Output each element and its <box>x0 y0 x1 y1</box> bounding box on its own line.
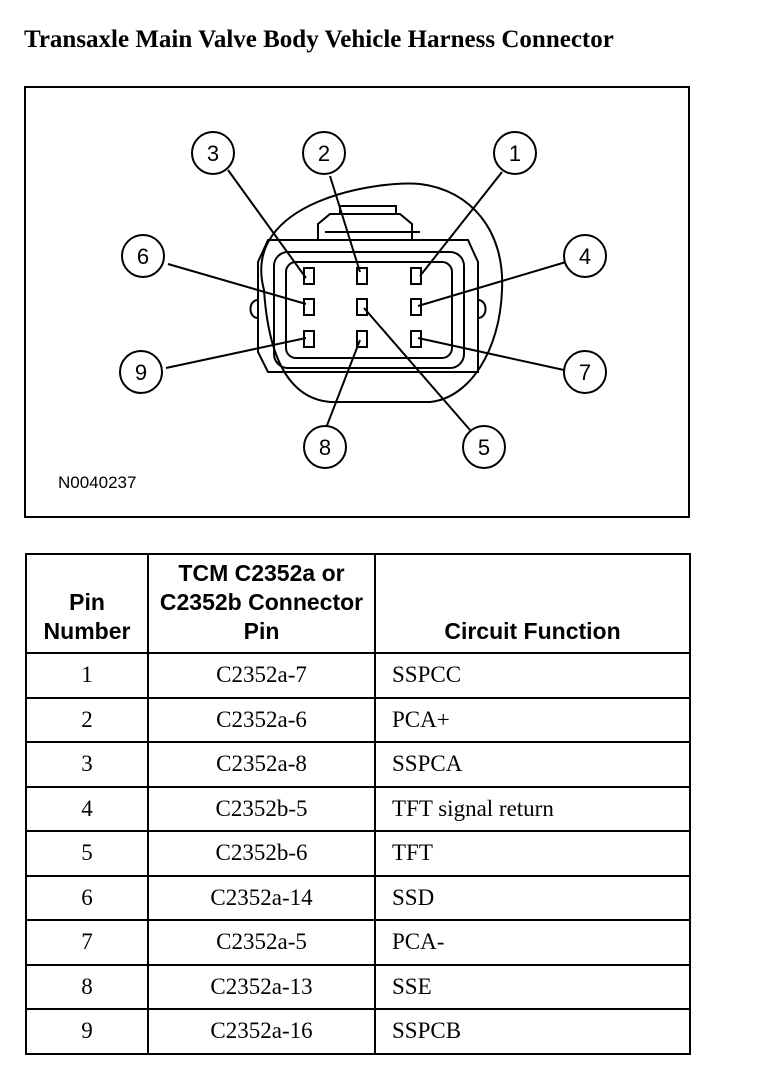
callout-label-6: 6 <box>137 244 149 269</box>
header-connector-pin: TCM C2352a or C2352b Connector Pin <box>147 553 376 654</box>
cell-function: PCA- <box>374 919 691 966</box>
callout-8 <box>303 425 347 469</box>
cell-function: SSPCA <box>374 741 691 788</box>
terminal-4 <box>410 298 422 316</box>
cell-connector: C2352b-6 <box>147 830 376 877</box>
callout-5 <box>462 425 506 469</box>
cell-connector: C2352a-5 <box>147 919 376 966</box>
table-row: 1 C2352a-7 SSPCC <box>25 652 691 699</box>
cell-connector: C2352a-14 <box>147 874 376 921</box>
terminal-2 <box>356 267 368 285</box>
connector-face <box>273 251 465 369</box>
table-row: 6 C2352a-14 SSD <box>25 874 691 921</box>
table-row: 9 C2352a-16 SSPCB <box>25 1008 691 1055</box>
table-row: 4 C2352b-5 TFT signal return <box>25 785 691 832</box>
callout-2 <box>302 131 346 175</box>
cell-pin: 9 <box>25 1008 149 1055</box>
callout-4 <box>563 234 607 278</box>
terminal-pins <box>303 267 422 348</box>
cell-pin: 7 <box>25 919 149 966</box>
callout-label-1: 1 <box>509 141 521 166</box>
callout-9 <box>119 350 163 394</box>
callout-label-5: 5 <box>478 435 490 460</box>
callout-label-2: 2 <box>318 141 330 166</box>
table-row: 8 C2352a-13 SSE <box>25 963 691 1010</box>
cell-pin: 5 <box>25 830 149 877</box>
cell-pin: 8 <box>25 963 149 1010</box>
table-row: 7 C2352a-5 PCA- <box>25 919 691 966</box>
table-row: 5 C2352b-6 TFT <box>25 830 691 877</box>
callout-label-8: 8 <box>319 435 331 460</box>
cell-connector: C2352a-13 <box>147 963 376 1010</box>
callout-label-3: 3 <box>207 141 219 166</box>
callout-label-4: 4 <box>579 244 591 269</box>
cell-function: SSPCC <box>374 652 691 699</box>
cell-connector: C2352a-6 <box>147 696 376 743</box>
cell-connector: C2352a-8 <box>147 741 376 788</box>
callout-6 <box>121 234 165 278</box>
cell-pin: 4 <box>25 785 149 832</box>
cell-pin: 6 <box>25 874 149 921</box>
connector-drawing: 3 2 1 6 4 9 7 8 5 N0040237 <box>58 131 607 492</box>
terminal-6 <box>303 298 315 316</box>
cell-pin: 1 <box>25 652 149 699</box>
connector-diagram: 3 2 1 6 4 9 7 8 5 N0040237 <box>24 86 690 518</box>
cell-function: SSE <box>374 963 691 1010</box>
cell-function: TFT signal return <box>374 785 691 832</box>
cell-function: PCA+ <box>374 696 691 743</box>
cell-pin: 3 <box>25 741 149 788</box>
figure-id: N0040237 <box>58 473 136 492</box>
pin-table: Pin Number TCM C2352a or C2352b Connecto… <box>25 553 691 1055</box>
cell-function: SSPCB <box>374 1008 691 1055</box>
cell-function: SSD <box>374 874 691 921</box>
terminal-5 <box>356 298 368 316</box>
header-circuit-function: Circuit Function <box>374 553 691 654</box>
callout-3 <box>191 131 235 175</box>
table-header-row: Pin Number TCM C2352a or C2352b Connecto… <box>25 553 691 654</box>
terminal-8 <box>356 330 368 348</box>
callout-label-7: 7 <box>579 360 591 385</box>
cell-connector: C2352a-16 <box>147 1008 376 1055</box>
leader-lines <box>165 169 567 431</box>
header-pin-number: Pin Number <box>25 553 149 654</box>
table-row: 3 C2352a-8 SSPCA <box>25 741 691 788</box>
callout-circles <box>119 131 607 469</box>
table-row: 2 C2352a-6 PCA+ <box>25 696 691 743</box>
cell-connector: C2352a-7 <box>147 652 376 699</box>
callout-label-9: 9 <box>135 360 147 385</box>
cell-pin: 2 <box>25 696 149 743</box>
callout-1 <box>493 131 537 175</box>
page-title: Transaxle Main Valve Body Vehicle Harnes… <box>24 26 614 53</box>
cell-function: TFT <box>374 830 691 877</box>
callout-7 <box>563 350 607 394</box>
cell-connector: C2352b-5 <box>147 785 376 832</box>
terminal-1 <box>410 267 422 285</box>
